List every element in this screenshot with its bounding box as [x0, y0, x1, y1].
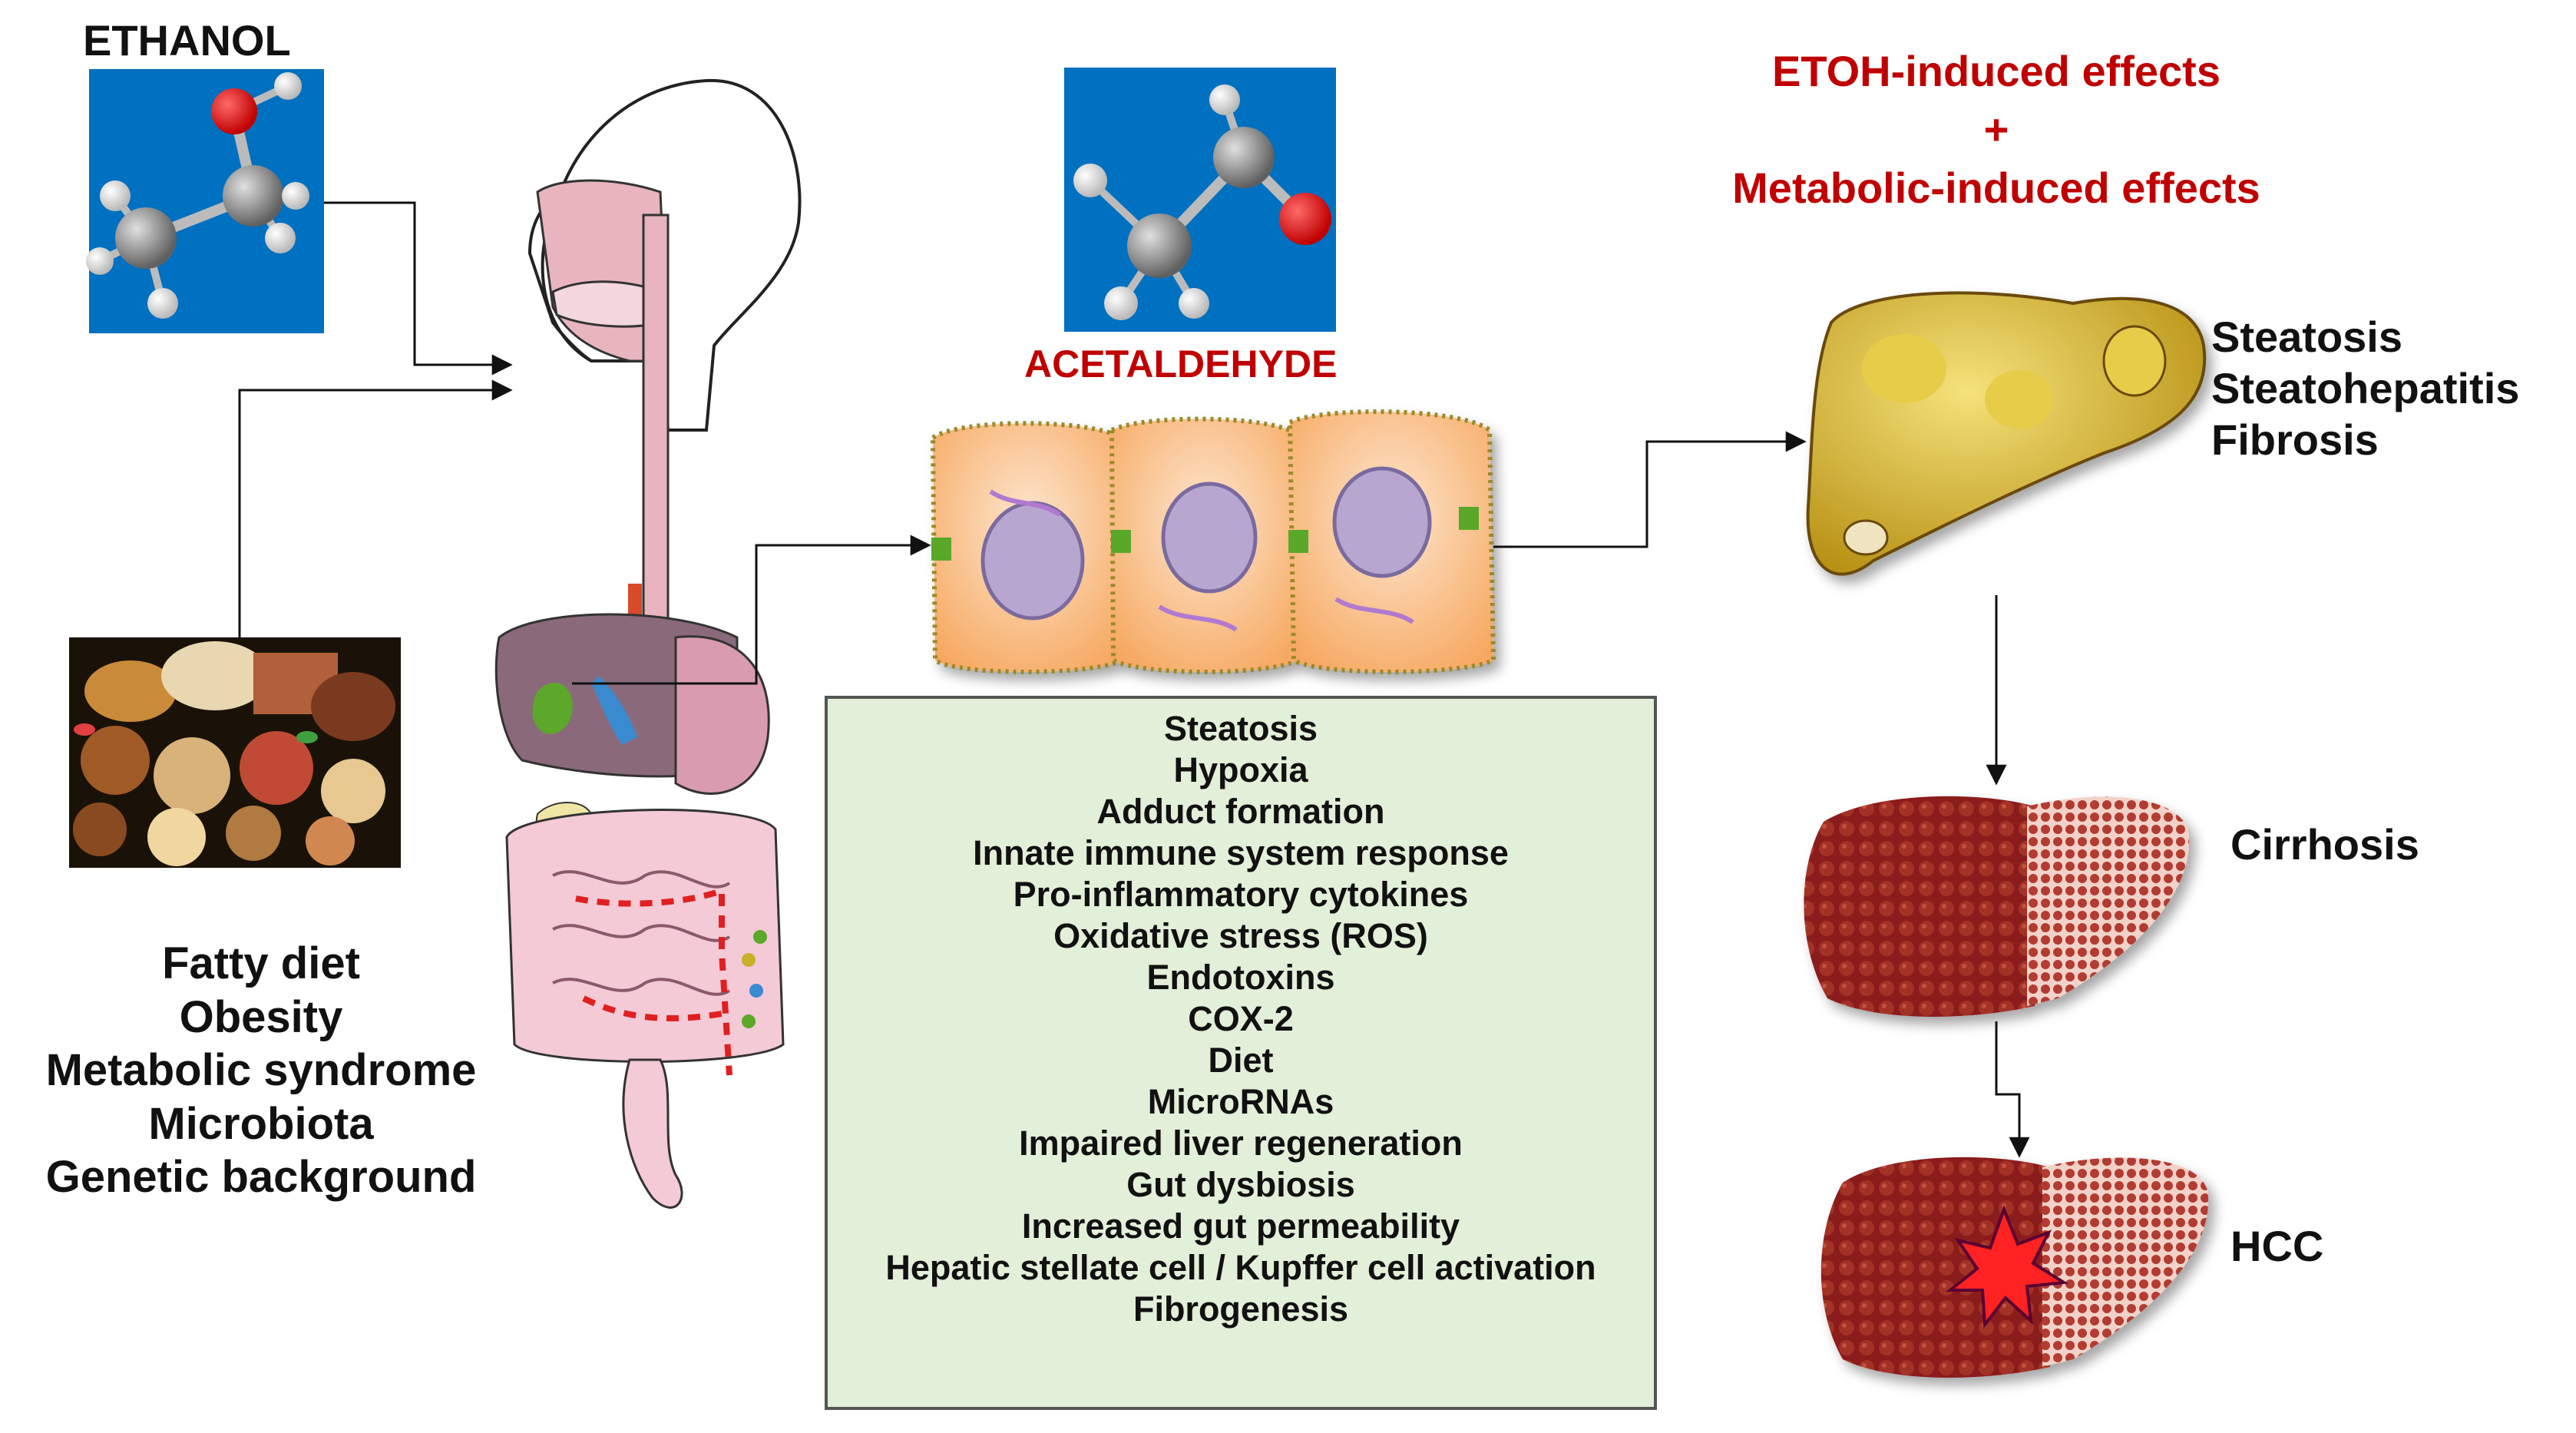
digestive-system-illustration: [494, 613, 785, 1209]
diet-to-body-arrow: [238, 379, 513, 637]
acetaldehyde-label: ACETALDEHYDE: [1024, 343, 1338, 386]
effect-item: Increased gut permeability: [1021, 1206, 1460, 1246]
effect-item: Gut dysbiosis: [1126, 1165, 1355, 1204]
fatty-liver-illustration: [1806, 291, 2207, 576]
tumor-burst-icon: [1946, 1205, 2068, 1329]
effect-item: Oxidative stress (ROS): [1053, 916, 1428, 955]
cellular-effects-box: Steatosis Hypoxia Adduct formation Innat…: [825, 696, 1657, 1410]
risk-factor-item: Microbiota: [148, 1098, 374, 1149]
effect-item: MicroRNAs: [1147, 1082, 1334, 1121]
cirrhosis-label: Cirrhosis: [2230, 820, 2419, 869]
effect-item: Hepatic stellate cell / Kupffer cell act…: [885, 1248, 1596, 1287]
hepatocytes-to-liver-arrow: [1493, 431, 1807, 548]
hepatocytes-illustration: [930, 409, 1496, 674]
effect-item: Endotoxins: [1146, 958, 1335, 997]
body-to-hepatocytes-arrow: [572, 534, 931, 685]
cirrhotic-liver-illustration: [1804, 796, 2190, 1017]
ethanol-molecule: [86, 69, 324, 333]
acetaldehyde-molecule: [1064, 68, 1336, 332]
stage-item: Fibrosis: [2211, 415, 2379, 465]
risk-factor-item: Obesity: [179, 991, 343, 1042]
hcc-liver-illustration: [1820, 1157, 2209, 1378]
risk-factor-item: Metabolic syndrome: [45, 1045, 477, 1096]
effects-header-line1: ETOH-induced effects: [1772, 47, 2221, 95]
cirrhosis-to-hcc-arrow: [1995, 1021, 2030, 1158]
risk-factor-item: Genetic background: [45, 1152, 477, 1203]
effect-item: Hypoxia: [1173, 750, 1308, 789]
effect-item: Adduct formation: [1096, 792, 1385, 831]
effects-header-line3: Metabolic-induced effects: [1732, 164, 2260, 212]
ethanol-to-body-arrow: [324, 201, 513, 376]
risk-factor-list: Fatty diet Obesity Metabolic syndrome Mi…: [0, 937, 522, 1204]
effect-item: COX-2: [1188, 999, 1294, 1038]
effect-item: Innate immune system response: [973, 833, 1509, 872]
esophagus-marker: [628, 584, 642, 614]
effect-item: Steatosis: [1163, 709, 1318, 748]
stage-item: Steatosis: [2211, 313, 2402, 361]
effect-item: Fibrogenesis: [1133, 1289, 1349, 1329]
fatty-food-image: [69, 637, 401, 868]
risk-factor-item: Fatty diet: [162, 938, 360, 988]
esophagus-illustration: [642, 213, 670, 647]
stage-item: Steatohepatitis: [2211, 364, 2520, 413]
human-head-illustration: [527, 78, 802, 432]
connector-arrows: [238, 201, 2030, 1158]
effect-item: Impaired liver regeneration: [1019, 1124, 1463, 1163]
hcc-label: HCC: [2230, 1222, 2324, 1270]
oral-cavity-illustration: [536, 179, 670, 362]
effects-header-line2: +: [1983, 105, 2009, 154]
ethanol-label: ETHANOL: [83, 16, 291, 65]
effect-item: Pro-inflammatory cytokines: [1013, 875, 1469, 914]
early-stage-list: Steatosis Steatohepatitis Fibrosis: [2211, 311, 2519, 466]
effect-item: Diet: [1208, 1041, 1274, 1080]
effects-header: ETOH-induced effects + Metabolic-induced…: [1651, 42, 2342, 217]
